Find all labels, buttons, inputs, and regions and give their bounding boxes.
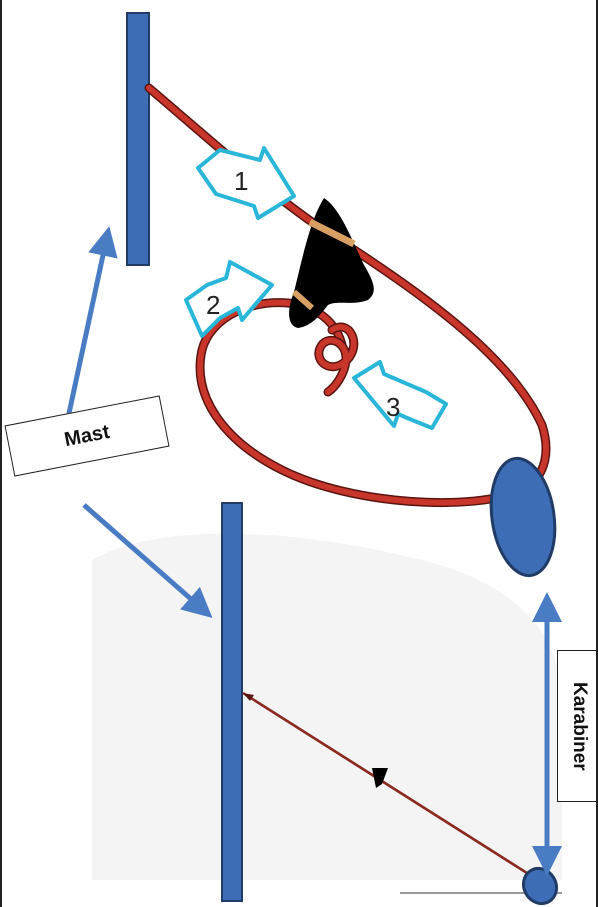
lower-mast [221,502,243,902]
mast-pointer-lower [82,503,213,618]
callout-arrow-1: 1 [196,146,296,220]
binding-upper [308,218,356,248]
background-shading [92,533,562,880]
upper-mast [126,12,150,266]
callout-number-3: 3 [386,392,400,422]
lower-tensioner-icon [372,768,388,788]
lower-rope-tip [243,693,254,701]
lower-rope-lower [253,698,539,882]
callout-arrow-3: 3 [352,360,448,430]
karabiner-upper [489,456,557,578]
karabiner-label-text: Karabiner [569,681,590,771]
binding-lower [292,289,314,311]
callout-arrow-2: 2 [184,260,274,338]
karabiner-lower [521,866,559,906]
tensioner-icon [289,198,374,328]
knot-icon [314,322,359,397]
mast-pointer-upper [65,226,118,419]
callout-number-1: 1 [234,166,248,196]
mast-label-text: Mast [62,420,112,451]
callout-number-2: 2 [206,290,220,320]
karabiner-label: Karabiner [557,650,596,802]
